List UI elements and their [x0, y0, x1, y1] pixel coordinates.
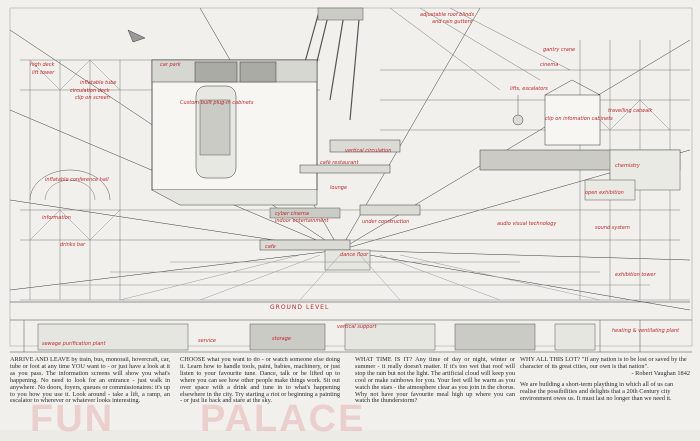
label-vertical-support: vertical support	[337, 324, 377, 330]
label-rain-gutters: and rain gutters	[432, 19, 473, 25]
paragraph: ARRIVE AND LEAVE by train, bus, monorail…	[10, 357, 170, 405]
label-sound-system: sound system	[595, 225, 630, 231]
quote: WHY ALL THIS LOT? "If any nation is to b…	[520, 356, 687, 370]
label-ground-level: GROUND LEVEL	[270, 304, 330, 311]
label-lifts-escalators: lifts, escalators	[510, 86, 548, 92]
paragraph: WHAT TIME IS IT? Any time of day or nigh…	[355, 357, 515, 405]
label-gantry-crane: gantry crane	[543, 47, 576, 53]
label-high-deck: high deck	[30, 62, 55, 68]
label-heating-ventilating: heating & ventilating plant	[612, 328, 680, 334]
label-travelling-catwalk: travelling catwalk	[608, 108, 653, 114]
label-drinks-bar: drinks bar	[60, 242, 86, 248]
label-cinema: cinema	[540, 62, 559, 68]
label-circulation-deck: circulation deck	[70, 88, 110, 94]
label-dance-floor: dance floor	[340, 252, 369, 258]
label-cyber-cinema: cyber cinema	[275, 211, 309, 217]
quote-attribution: - Robert Vaughan 1842	[631, 369, 690, 377]
label-car-park: car park	[160, 62, 181, 68]
label-vertical-circulation: vertical circulation	[345, 148, 392, 154]
label-lift-tower: lift tower	[32, 70, 55, 76]
label-chemistry: chemistry	[615, 163, 640, 169]
label-sewage-plant: sewage purification plant	[42, 341, 106, 347]
label-adjustable-roof-blinds: adjustable roof blinds	[420, 12, 475, 18]
label-cafe-restaurant: café restaurant	[320, 160, 359, 166]
text-column-choose: CHOOSE what you want to do - or watch so…	[180, 357, 340, 427]
label-inflatable-tube: inflatable tube	[80, 80, 117, 86]
text-column-why: WHY ALL THIS LOT? "If any nation is to b…	[520, 356, 690, 402]
label-audio-visual: audio visual technology	[497, 221, 557, 227]
label-under-construction: under construction	[362, 219, 410, 225]
label-lounge: lounge	[330, 185, 348, 191]
paragraph: CHOOSE what you want to do - or watch so…	[180, 357, 340, 405]
label-exhibition-tower: exhibition tower	[615, 272, 656, 278]
drawing-sheet: high deck lift tower inflatable tube cir…	[9, 7, 693, 440]
label-information: information	[42, 215, 71, 221]
label-clip-on-information-cabinets: clip on infomation cabinets	[545, 116, 613, 122]
paragraph: We are building a short-term plaything i…	[520, 380, 674, 402]
text-column-arrive: ARRIVE AND LEAVE by train, bus, monorail…	[10, 357, 170, 427]
label-inflatable-conference-hall: inflatable conference hall	[45, 177, 109, 183]
label-custom-built-cabinets: Custom built plug-in cabinets	[180, 100, 254, 106]
label-service: service	[198, 338, 216, 344]
label-open-exhibition: open exhibition	[585, 190, 624, 196]
text-column-time: WHAT TIME IS IT? Any time of day or nigh…	[355, 357, 515, 427]
label-storage: storage	[272, 336, 291, 342]
label-clip-on-screen: clip on screen	[75, 95, 110, 101]
label-indoor-entertainment: indoor entertainment	[275, 218, 329, 224]
label-cafe: cafe	[265, 244, 276, 250]
axonometric-line-drawing	[9, 7, 693, 353]
